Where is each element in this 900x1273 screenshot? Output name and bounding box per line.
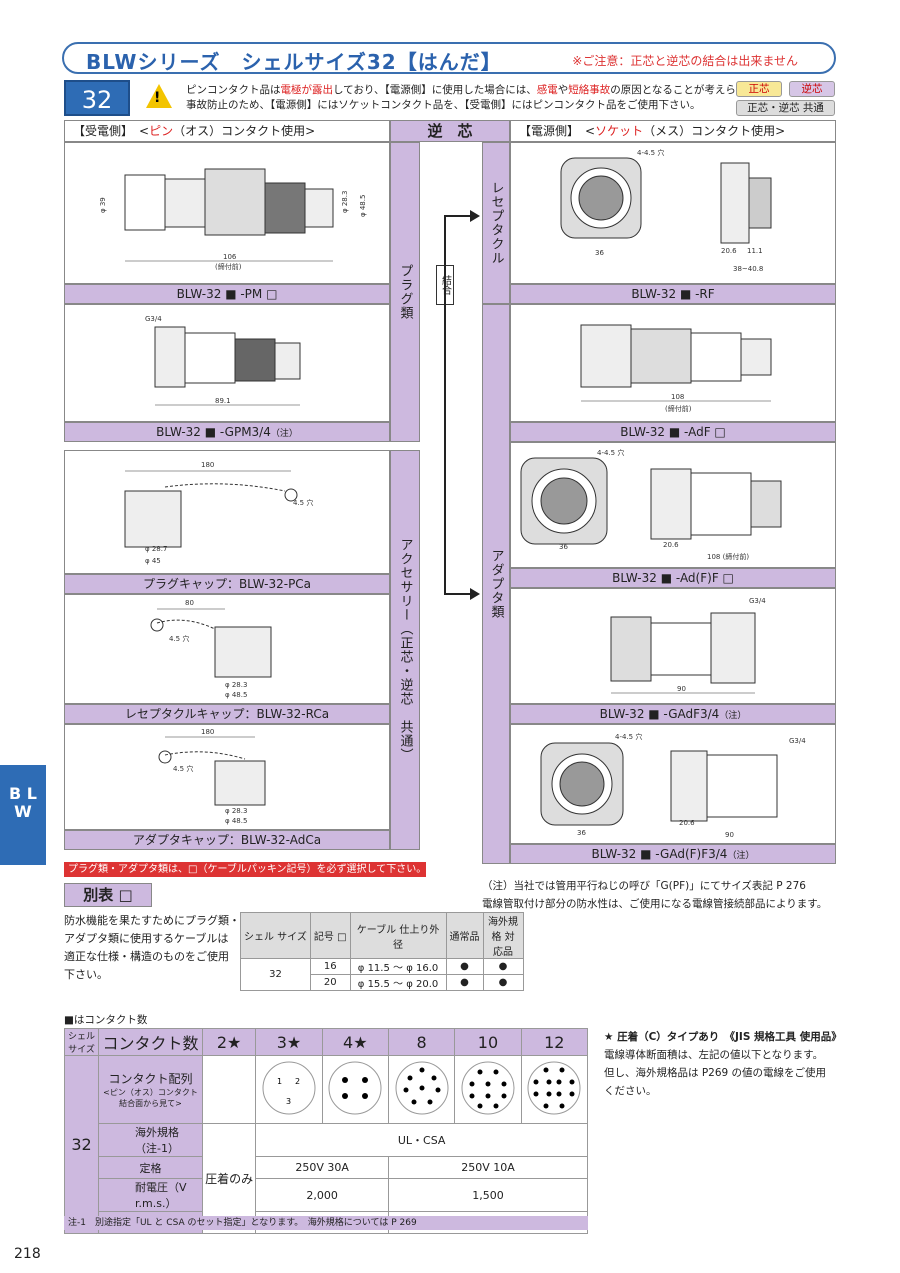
svg-text:(締付前): (締付前): [665, 404, 692, 413]
page-header: BLWシリーズ シェルサイズ32【はんだ】 ※ご注意：正芯と逆芯の結合は出来ませ…: [62, 42, 836, 74]
svg-text:90: 90: [677, 685, 686, 693]
svg-text:4.5 穴: 4.5 穴: [169, 634, 189, 643]
svg-text:11.1: 11.1: [747, 247, 763, 255]
svg-text:4-4.5 穴: 4-4.5 穴: [615, 732, 642, 741]
svg-text:4-4.5 穴: 4-4.5 穴: [637, 148, 664, 157]
betsu-table-title: 別表 □: [64, 883, 152, 907]
label-adapter: アダプタ類: [482, 304, 510, 864]
svg-text:20.6: 20.6: [663, 541, 679, 549]
svg-text:108: 108: [671, 393, 684, 401]
svg-text:φ 28.3: φ 28.3: [225, 681, 247, 689]
svg-text:φ 45: φ 45: [145, 557, 161, 565]
svg-text:80: 80: [185, 599, 194, 607]
page-number: 218: [14, 1246, 41, 1262]
series-side-tab: B L W: [0, 765, 46, 865]
svg-text:(締付前): (締付前): [215, 262, 242, 271]
drawing-adf: 108 (締付前): [510, 304, 836, 422]
label-receptacle: レセプタクル: [482, 142, 510, 304]
caption-gadf: BLW-32 ■ -GAdF3/4（注）: [510, 704, 836, 724]
shell-size-badge: 32: [64, 80, 130, 116]
svg-text:4.5 穴: 4.5 穴: [293, 498, 313, 507]
label-accessory: アクセサリー（正芯・逆芯 共通）: [390, 450, 420, 850]
svg-text:180: 180: [201, 461, 214, 469]
betsu-description: 防水機能を果たすためにプラグ類・ アダプタ類に使用するケーブルは 適正な仕様・構…: [64, 914, 240, 981]
warning-text: ピンコンタクト品は電極が露出しており、【電源側】に使用した場合には、感電や短絡事…: [186, 84, 777, 111]
svg-text:90: 90: [725, 831, 734, 839]
caption-adf: BLW-32 ■ -AdF □: [510, 422, 836, 442]
selection-note-bar: プラグ類・アダプタ類は、□（ケーブルパッキン記号）を必ず選択して下さい。: [64, 862, 426, 877]
caption-rf: BLW-32 ■ -RF: [510, 284, 836, 304]
caption-pca: プラグキャップ：BLW-32-PCa: [64, 574, 390, 594]
page-title: BLWシリーズ シェルサイズ32【はんだ】: [86, 50, 502, 74]
caption-adff: BLW-32 ■ -Ad(F)F □: [510, 568, 836, 588]
svg-text:G3/4: G3/4: [789, 737, 806, 745]
contact-layout-icon: [395, 1061, 449, 1115]
drawing-pm: 106 (締付前) φ 28.3 φ 48.5 φ 39: [64, 142, 390, 284]
svg-text:φ 48.5: φ 48.5: [225, 817, 247, 825]
caption-gadff: BLW-32 ■ -GAd(F)F3/4（注）: [510, 844, 836, 864]
svg-text:89.1: 89.1: [215, 397, 231, 405]
tag-gyakushin: 逆芯: [789, 81, 835, 97]
drawing-rf: 4-4.5 穴 36 20.6 11.1 38~40.8: [510, 142, 836, 284]
drawing-gpm: 89.1 G3/4: [64, 304, 390, 422]
drawing-gadff: 4-4.5 穴 36 20.6 90 G3/4: [510, 724, 836, 844]
arrow-icon: [470, 210, 480, 222]
svg-text:106: 106: [223, 253, 237, 261]
svg-text:180: 180: [201, 728, 214, 736]
left-column-header: 【受電側】 <ピン（オス）コンタクト使用>: [64, 120, 390, 142]
svg-text:4.5 穴: 4.5 穴: [173, 764, 193, 773]
svg-text:1: 1: [277, 1077, 282, 1086]
svg-text:φ 28.7: φ 28.7: [145, 545, 167, 553]
footnote: 注-1 別途指定「UL と CSA のセット指定」となります。 海外規格について…: [64, 1216, 588, 1230]
caption-gpm: BLW-32 ■ -GPM3/4（注）: [64, 422, 390, 442]
drawing-rca: 80 4.5 穴 φ 28.3 φ 48.5: [64, 594, 390, 704]
drawing-adca: 180 4.5 穴 φ 28.3 φ 48.5: [64, 724, 390, 830]
right-column-header: 【電源側】 <ソケット（メス）コンタクト使用>: [510, 120, 836, 142]
svg-text:20.6: 20.6: [721, 247, 737, 255]
svg-text:φ 28.3: φ 28.3: [225, 807, 247, 815]
arrow-icon: [470, 588, 480, 600]
caption-pm: BLW-32 ■ -PM □: [64, 284, 390, 304]
svg-text:φ 39: φ 39: [99, 197, 107, 213]
svg-text:G3/4: G3/4: [749, 597, 766, 605]
label-plug: プラグ類: [390, 142, 420, 442]
svg-text:20.6: 20.6: [679, 819, 695, 827]
svg-text:36: 36: [577, 829, 586, 837]
svg-text:G3/4: G3/4: [145, 315, 162, 323]
svg-text:3: 3: [286, 1097, 291, 1106]
drawing-gadf: 90 G3/4: [510, 588, 836, 704]
center-header: 逆 芯: [390, 120, 510, 142]
tag-common: 正芯・逆芯 共通: [736, 100, 835, 116]
contact-count-label: ■はコンタクト数: [64, 1014, 148, 1026]
drawing-adff: 4-4.5 穴 36 20.6 108 (締付前): [510, 442, 836, 568]
tag-seishin: 正芯: [736, 81, 782, 97]
warning-icon: [146, 84, 172, 108]
drawing-pca: 180 4.5 穴 φ 28.7 φ 45: [64, 450, 390, 574]
svg-text:108 (締付前): 108 (締付前): [707, 552, 749, 561]
svg-text:36: 36: [559, 543, 568, 551]
contact-layout-icon: [527, 1061, 581, 1115]
contact-layout-icon: 1 2 3: [262, 1061, 316, 1115]
contact-layout-icon: [461, 1061, 515, 1115]
caption-adca: アダプタキャップ：BLW-32-AdCa: [64, 830, 390, 850]
svg-text:4-4.5 穴: 4-4.5 穴: [597, 448, 624, 457]
svg-text:φ 28.3: φ 28.3: [341, 191, 349, 213]
svg-text:38~40.8: 38~40.8: [733, 265, 763, 273]
contact-layout-icon: [328, 1061, 382, 1115]
cable-table: シェル サイズ 記号 □ ケーブル 仕上り外径 通常品 海外規格 対応品 32 …: [240, 912, 524, 991]
svg-text:φ 48.5: φ 48.5: [225, 691, 247, 699]
svg-text:φ 48.5: φ 48.5: [359, 195, 367, 217]
crimp-side-note: ★ 圧着（C）タイプあり 《JIS 規格工具 使用品》 電線導体断面積は、左記の…: [604, 1031, 842, 1097]
pipe-thread-note: （注）当社では管用平行ねじの呼び「G(PF)」にてサイズ表記 P 276 電線管…: [482, 880, 828, 910]
contact-table: シェル サイズ コンタクト数 2★ 3★ 4★ 8 10 12 32 コンタクト…: [64, 1028, 589, 1234]
svg-text:2: 2: [295, 1077, 300, 1086]
caution-note: ※ご注意：正芯と逆芯の結合は出来ません: [572, 54, 798, 68]
caption-rca: レセプタクルキャップ：BLW-32-RCa: [64, 704, 390, 724]
svg-text:36: 36: [595, 249, 604, 257]
